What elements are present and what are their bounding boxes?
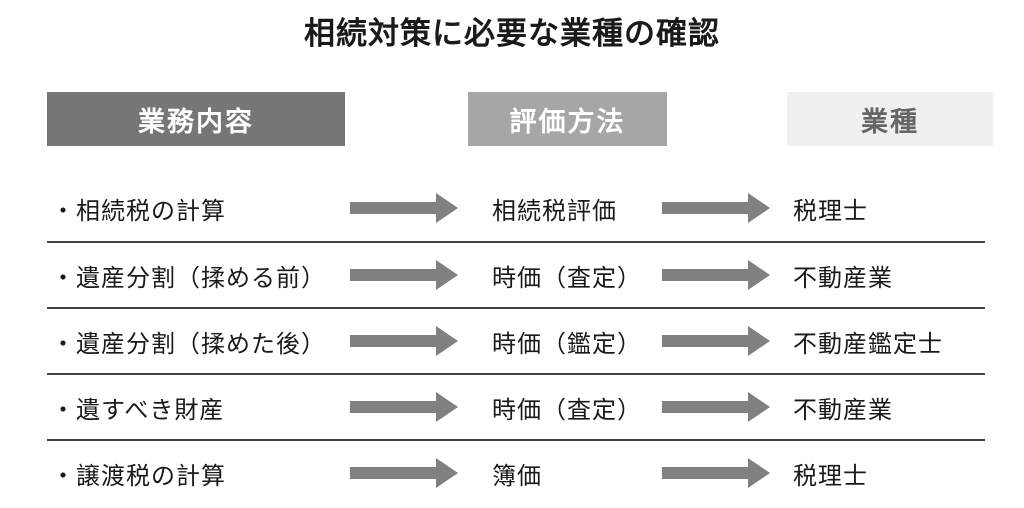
arrow-shaft bbox=[662, 335, 749, 347]
arrow-shaft bbox=[662, 467, 749, 479]
table-row: ・遺すべき財産 時価（査定） 不動産業 bbox=[47, 373, 985, 439]
method-cell: 簿価 bbox=[492, 462, 542, 490]
task-cell: ・遺産分割（揉める前） bbox=[51, 264, 326, 292]
arrow-shaft bbox=[350, 335, 437, 347]
arrow-right-icon bbox=[350, 326, 458, 356]
column-header-task: 業務内容 bbox=[47, 92, 345, 146]
arrow-right-icon bbox=[350, 260, 458, 290]
table-row: ・遺産分割（揉めた後） 時価（鑑定） 不動産鑑定士 bbox=[47, 307, 985, 373]
task-cell: ・遺産分割（揉めた後） bbox=[51, 330, 326, 358]
arrow-right-icon bbox=[350, 392, 458, 422]
industry-cell: 税理士 bbox=[793, 197, 868, 225]
table-row: ・遺産分割（揉める前） 時価（査定） 不動産業 bbox=[47, 241, 985, 307]
arrow-head bbox=[436, 458, 458, 488]
task-cell: ・譲渡税の計算 bbox=[51, 462, 226, 490]
arrow-right-icon bbox=[662, 458, 770, 488]
page-title: 相続対策に必要な業種の確認 bbox=[304, 16, 720, 51]
table-row: ・譲渡税の計算 簿価 税理士 bbox=[47, 439, 985, 505]
method-cell: 時価（鑑定） bbox=[492, 330, 642, 358]
arrow-head bbox=[436, 260, 458, 290]
industry-cell: 不動産業 bbox=[793, 396, 893, 424]
arrow-shaft bbox=[662, 401, 749, 413]
arrow-shaft bbox=[350, 467, 437, 479]
arrow-head bbox=[748, 392, 770, 422]
arrow-right-icon bbox=[662, 326, 770, 356]
arrow-head bbox=[436, 392, 458, 422]
industry-cell: 不動産業 bbox=[793, 264, 893, 292]
arrow-shaft bbox=[350, 401, 437, 413]
method-cell: 時価（査定） bbox=[492, 264, 642, 292]
table-row: ・相続税の計算 相続税評価 税理士 bbox=[47, 175, 985, 241]
arrow-right-icon bbox=[662, 392, 770, 422]
arrow-head bbox=[436, 326, 458, 356]
arrow-right-icon bbox=[350, 193, 458, 223]
arrow-head bbox=[748, 326, 770, 356]
column-header-method: 評価方法 bbox=[468, 92, 667, 146]
arrow-right-icon bbox=[350, 458, 458, 488]
arrow-head bbox=[748, 458, 770, 488]
task-cell: ・遺すべき財産 bbox=[51, 396, 225, 424]
arrow-head bbox=[436, 193, 458, 223]
task-cell: ・相続税の計算 bbox=[51, 197, 226, 225]
industry-cell: 不動産鑑定士 bbox=[793, 330, 943, 358]
arrow-head bbox=[748, 260, 770, 290]
arrow-right-icon bbox=[662, 193, 770, 223]
arrow-shaft bbox=[662, 202, 749, 214]
rows-table: ・相続税の計算 相続税評価 税理士 ・遺産分割（揉める前） 時価（査定） 不動産… bbox=[47, 175, 985, 505]
arrow-head bbox=[748, 193, 770, 223]
method-cell: 相続税評価 bbox=[492, 197, 617, 225]
column-header-industry: 業種 bbox=[787, 92, 993, 146]
method-cell: 時価（査定） bbox=[492, 396, 642, 424]
arrow-right-icon bbox=[662, 260, 770, 290]
industry-cell: 税理士 bbox=[793, 462, 868, 490]
arrow-shaft bbox=[350, 269, 437, 281]
arrow-shaft bbox=[662, 269, 749, 281]
arrow-shaft bbox=[350, 202, 437, 214]
